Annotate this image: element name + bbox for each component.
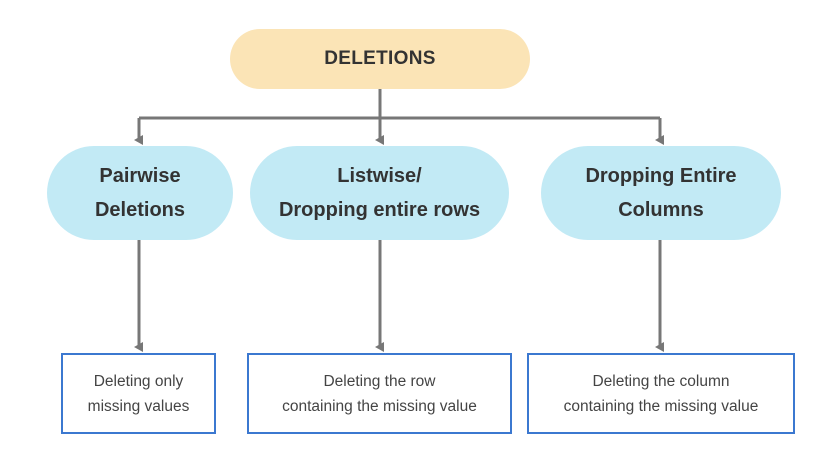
category-label-dropping-columns: Dropping Entire Columns [585,159,736,227]
description-line: containing the missing value [563,397,759,415]
description-line: Deleting only [93,372,184,390]
description-line: Deleting the column [592,372,730,390]
category-node-listwise: Listwise/ Dropping entire rows [250,146,509,240]
category-label-line: Pairwise [99,165,181,187]
category-node-dropping-columns: Dropping Entire Columns [541,146,781,240]
description-text-pairwise: Deleting only missing values [88,369,190,419]
category-label-line: Dropping entire rows [278,199,481,221]
root-node-deletions: DELETIONS [230,29,530,89]
category-label-line: Listwise/ [337,165,422,187]
category-label-line: Dropping Entire [585,165,737,187]
category-node-pairwise: Pairwise Deletions [47,146,233,240]
category-label-pairwise: Pairwise Deletions [95,159,185,227]
category-label-listwise: Listwise/ Dropping entire rows [279,159,480,227]
description-box-listwise: Deleting the row containing the missing … [247,353,512,434]
description-line: Deleting the row [323,372,436,390]
description-line: containing the missing value [282,397,477,415]
root-label: DELETIONS [324,48,436,69]
category-label-line: Deletions [94,199,186,221]
description-box-pairwise: Deleting only missing values [61,353,216,434]
description-line: missing values [87,397,190,415]
description-text-dropping-columns: Deleting the column containing the missi… [564,369,759,419]
category-label-line: Columns [618,199,704,221]
description-text-listwise: Deleting the row containing the missing … [282,369,477,419]
description-box-dropping-columns: Deleting the column containing the missi… [527,353,795,434]
